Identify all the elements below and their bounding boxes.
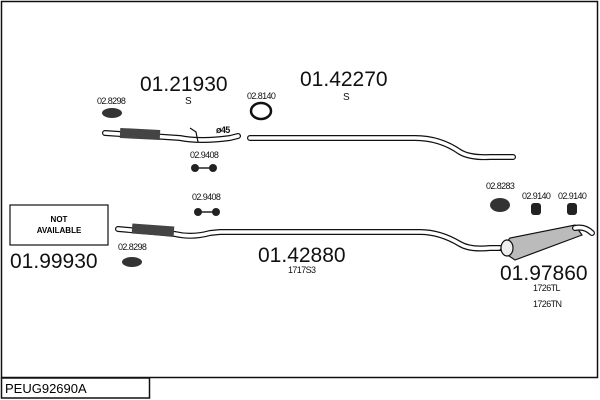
clamp-icon <box>102 108 122 118</box>
center-pipe[interactable] <box>247 135 516 161</box>
catalyst-label-2: AVAILABLE <box>37 226 82 235</box>
center-silencer-number: 01.42880 <box>258 244 346 267</box>
center-pipe-suffix: S <box>343 92 350 103</box>
code-box <box>0 377 151 399</box>
front-pipe-number: 01.21930 <box>140 73 228 96</box>
hanger-mid-ref: 02.9408 <box>192 192 221 202</box>
flex-joint <box>131 223 175 237</box>
clamp-icon <box>490 198 510 212</box>
diameter-label: ø45 <box>216 125 230 135</box>
front-pipe[interactable] <box>102 127 241 143</box>
clamp-icon <box>122 257 142 267</box>
ring-top-ref: 02.8140 <box>247 91 276 101</box>
rear-silencer-number: 01.97860 <box>500 262 588 285</box>
center-pipe-number: 01.42270 <box>300 68 388 91</box>
rear-silencer[interactable] <box>499 224 595 261</box>
clamp-top-ref: 02.8298 <box>97 96 126 106</box>
rubber-2-ref: 02.9140 <box>558 191 587 201</box>
diagram-frame <box>0 0 599 379</box>
hanger-top-ref: 02.9408 <box>190 150 219 160</box>
clamp-mid-ref: 02.8298 <box>118 242 147 252</box>
hanger-icon <box>194 208 220 216</box>
ring-icon <box>249 101 273 121</box>
flex-joint <box>119 127 161 141</box>
rubber-1-ref: 02.9140 <box>522 191 551 201</box>
center-silencer-pipe[interactable] <box>115 223 503 252</box>
catalyst-box[interactable] <box>9 204 109 246</box>
rear-silencer-suffix-1: 1726TL <box>533 283 561 293</box>
catalyst-number: 01.99930 <box>10 250 98 273</box>
front-pipe-suffix: S <box>185 96 192 107</box>
center-silencer-suffix: 1717S3 <box>288 265 316 275</box>
hanger-icon <box>191 164 217 172</box>
rubber-mount-icon <box>567 203 577 215</box>
rear-silencer-suffix-2: 1726TN <box>533 299 562 309</box>
catalyst-label-1: NOT <box>51 215 68 224</box>
rubber-mount-icon <box>531 203 541 215</box>
diagram-code: PEUG92690A <box>5 381 87 396</box>
clamp-rear-ref: 02.8283 <box>486 181 515 191</box>
